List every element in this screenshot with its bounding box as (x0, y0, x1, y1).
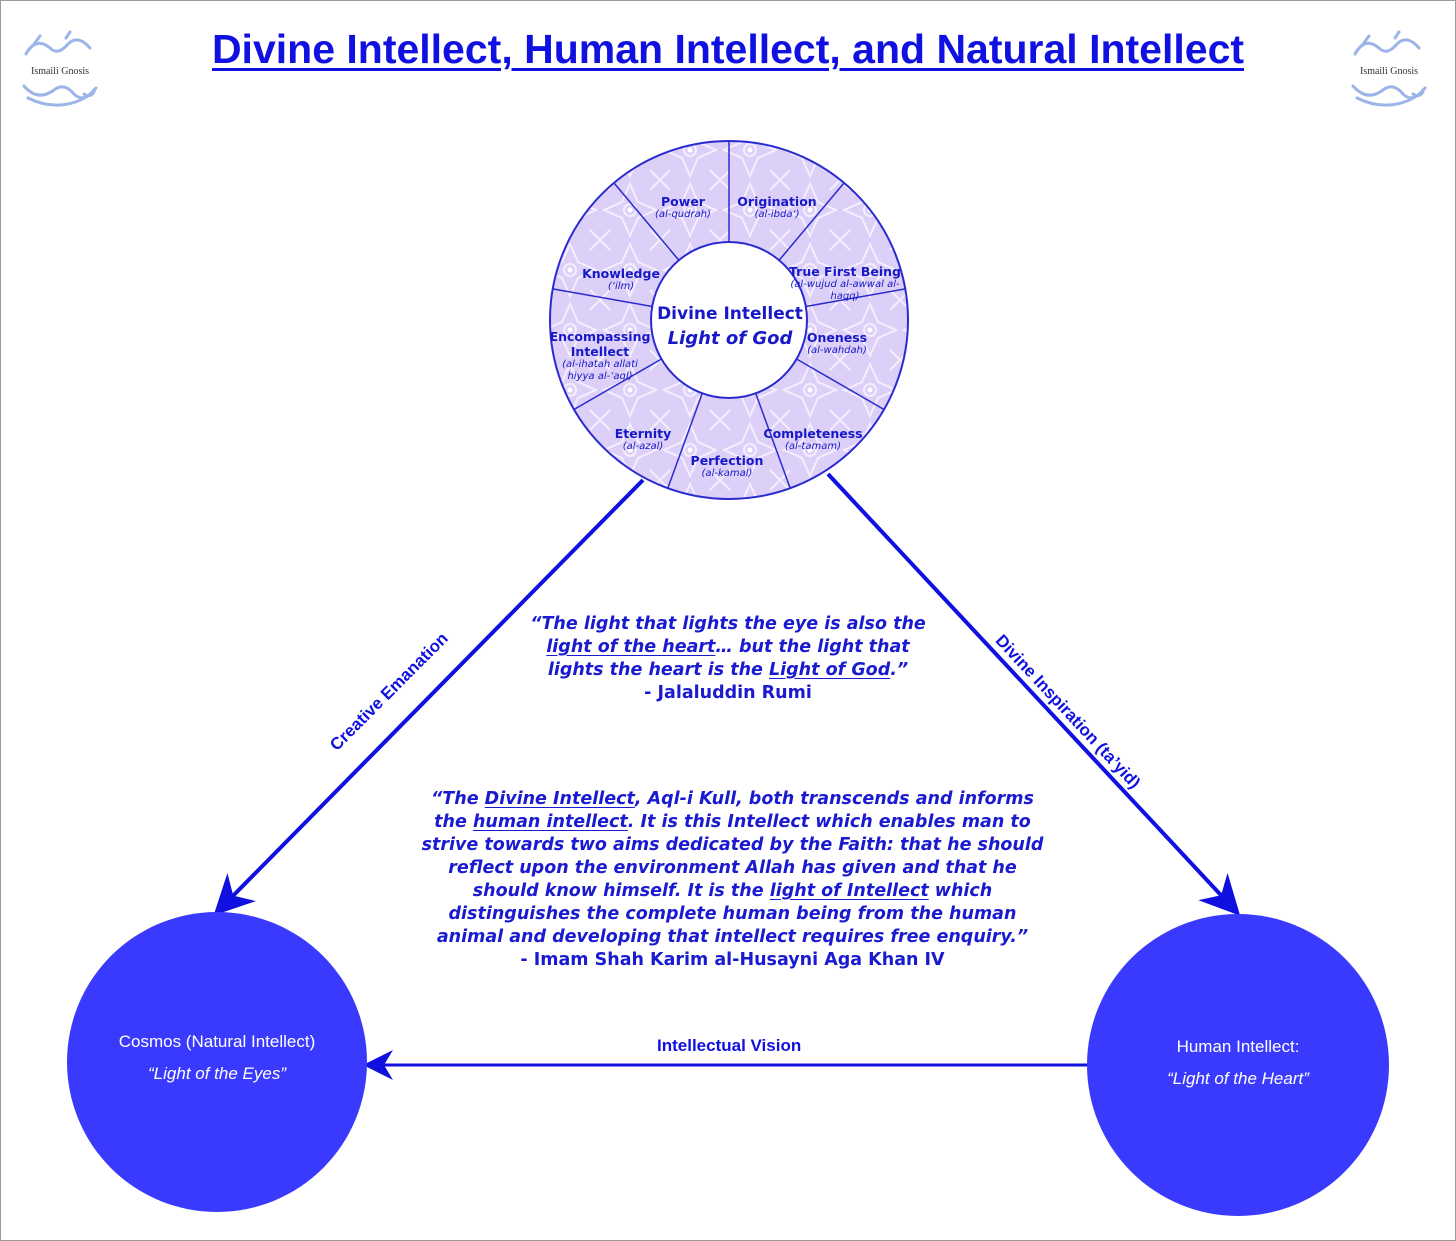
quote-aga-khan-author: - Imam Shah Karim al-Husayni Aga Khan IV (520, 950, 945, 970)
segment-knowledge: Knowledge (‘ilm) (582, 266, 660, 292)
segment-origination: Origination (al-ibda‘) (737, 194, 817, 220)
divine-intellect-center (650, 241, 808, 399)
quote-rumi-author: - Jalaluddin Rumi (644, 683, 812, 703)
label-intellectual-vision: Intellectual Vision (657, 1036, 802, 1055)
human-intellect-node (1087, 914, 1389, 1216)
human-intellect-title: Human Intellect: (1176, 1037, 1300, 1056)
ring-spoke (613, 182, 680, 261)
arrow-divine-inspiration (826, 472, 1241, 916)
divine-intellect-title: Divine Intellect (657, 304, 803, 324)
cosmos-node-label: Cosmos (Natural Intellect) “Light of the… (67, 1026, 367, 1090)
calligraphy-logo-icon (1351, 30, 1427, 107)
divine-intellect-subtitle: Light of God (667, 328, 793, 349)
ring-spoke (805, 288, 906, 308)
human-intellect-node-label: Human Intellect: “Light of the Heart” (1087, 1031, 1389, 1095)
quote-aga-khan: “The Divine Intellect, Aql-i Kull, both … (421, 789, 1044, 970)
divine-intellect-ring (549, 140, 909, 500)
segment-power: Power (al-qudrah) (655, 194, 711, 220)
segment-perfection: Perfection (al-kamal) (690, 453, 764, 479)
page-title: Divine Intellect, Human Intellect, and N… (211, 26, 1245, 72)
ring-spoke (754, 393, 791, 489)
human-intellect-subtitle: “Light of the Heart” (1167, 1069, 1309, 1088)
ring-spoke (778, 182, 845, 261)
calligraphy-logo-icon (22, 30, 98, 107)
cosmos-title: Cosmos (Natural Intellect) (118, 1032, 316, 1051)
logo-right: Ismaili Gnosis (1343, 24, 1435, 116)
segment-completeness: Completeness (al-tamam) (763, 426, 863, 452)
ring-spoke (796, 358, 885, 411)
ring-spoke (667, 393, 704, 489)
cosmos-subtitle: “Light of the Eyes” (148, 1064, 286, 1083)
logo-left: Ismaili Gnosis (14, 24, 106, 116)
segment-encompassing-intellect: Encompassing Intellect (al-ihatah allati… (549, 329, 651, 382)
quote-rumi: “The light that lights the eye is also t… (530, 614, 926, 703)
segment-eternity: Eternity (al-azal) (614, 426, 672, 452)
arrow-creative-emanation (213, 478, 645, 916)
segment-true-first-being: True First Being (al-wujud al-awwal al-h… (789, 264, 901, 302)
segment-oneness: Oneness (al-wahdah) (806, 330, 868, 356)
cosmos-node (67, 912, 367, 1212)
ring-spoke (573, 358, 662, 411)
ring-spoke (552, 288, 653, 308)
